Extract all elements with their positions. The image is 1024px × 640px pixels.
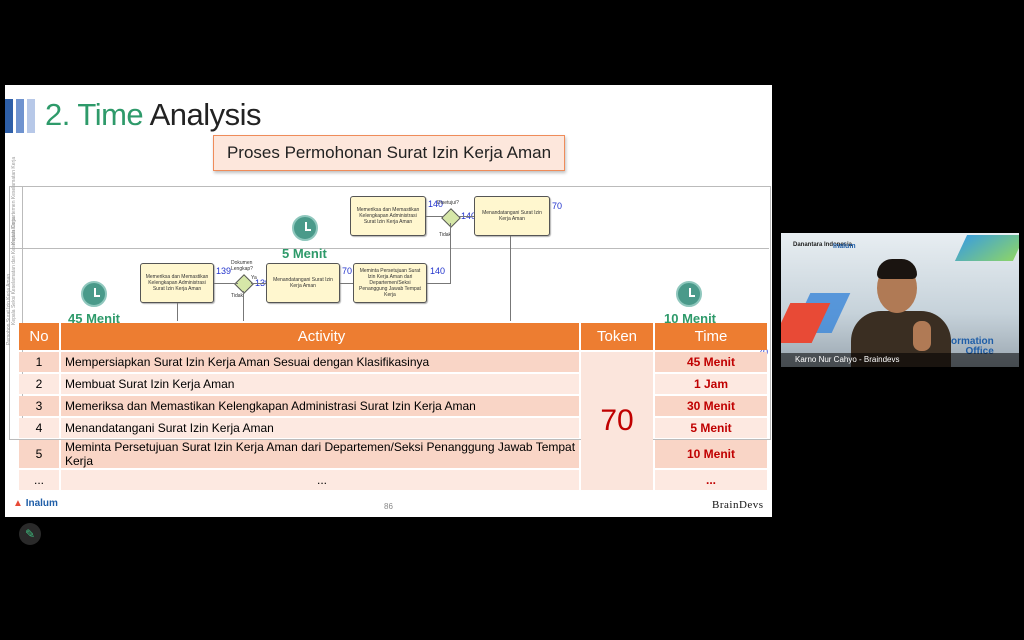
flow-line bbox=[426, 216, 444, 217]
flow-line bbox=[214, 283, 238, 284]
table-row: ... ... ... bbox=[19, 470, 767, 490]
participant-hand bbox=[913, 321, 931, 351]
row-no: 2 bbox=[19, 374, 59, 394]
duration-label: 45 Menit bbox=[68, 311, 121, 326]
flow-line bbox=[458, 216, 474, 217]
bpmn-pool bbox=[9, 186, 771, 440]
page-number: 86 bbox=[384, 502, 393, 511]
row-activity: ... bbox=[61, 470, 579, 490]
flow-line bbox=[340, 283, 353, 284]
clock-icon bbox=[81, 281, 107, 307]
pencil-icon[interactable]: ✎ bbox=[19, 523, 41, 545]
row-time: 1 Jam bbox=[655, 374, 767, 394]
flow-line bbox=[243, 291, 244, 321]
yes-label: Ya bbox=[251, 275, 257, 281]
row-no: ... bbox=[19, 470, 59, 490]
clock-icon bbox=[292, 215, 318, 241]
row-activity: Mempersiapkan Surat Izin Kerja Aman Sesu… bbox=[61, 352, 579, 372]
token-label: 70 bbox=[342, 266, 353, 276]
token-label: 140 bbox=[430, 266, 446, 276]
row-activity: Menandatangani Surat Izin Kerja Aman bbox=[61, 418, 579, 438]
presentation-slide: 2. Time Analysis Proses Permohonan Surat… bbox=[5, 85, 772, 517]
table-row: 1 Mempersiapkan Surat Izin Kerja Aman Se… bbox=[19, 352, 767, 490]
row-time: ... bbox=[655, 470, 767, 490]
footer-logo-text: Inalum bbox=[25, 498, 58, 509]
title-accent-bars bbox=[5, 99, 45, 133]
table-row: 2 Membuat Surat Izin Kerja Aman 1 Jam bbox=[19, 374, 767, 394]
table-row: 4 Menandatangani Surat Izin Kerja Aman 5… bbox=[19, 418, 767, 438]
video-bg-text: ormation Office bbox=[951, 337, 994, 357]
lane-divider bbox=[9, 248, 769, 249]
row-no: 5 bbox=[19, 440, 59, 468]
video-decoration bbox=[954, 235, 1019, 261]
header-time: Time bbox=[655, 323, 767, 350]
danantara-logo: Danantara Indonesia bbox=[793, 242, 853, 248]
task-sign: Menandatangani Surat Izin Kerja Aman bbox=[266, 263, 340, 303]
row-no: 3 bbox=[19, 396, 59, 416]
title-number: 2. bbox=[45, 97, 70, 132]
row-no: 1 bbox=[19, 352, 59, 372]
gateway-label-disetujui: Disetujui? bbox=[437, 200, 459, 206]
row-time: 45 Menit bbox=[655, 352, 767, 372]
video-bg-text-line1: ormation bbox=[951, 336, 994, 347]
task-check-admin-dept: Memeriksa dan Memastikan Kelengkapan Adm… bbox=[350, 196, 426, 236]
gateway-label-dokumen: Dokumen Lengkap? bbox=[231, 260, 253, 272]
lane-label-bottom: Pemohon Surat Izin Kerja Aman bbox=[6, 273, 12, 345]
flow-line bbox=[450, 223, 451, 283]
table-row: 5 Meminta Persetujuan Surat Izin Kerja A… bbox=[19, 440, 767, 468]
video-bg-text-line2: Office bbox=[965, 346, 994, 357]
footer-logo: ▲ Inalum bbox=[13, 498, 58, 509]
process-subtitle: Proses Permohonan Surat Izin Kerja Aman bbox=[213, 135, 565, 171]
flow-line bbox=[251, 283, 266, 284]
header-token: Token bbox=[581, 323, 653, 350]
header-activity: Activity bbox=[61, 323, 579, 350]
participant-name: Karno Nur Cahyo - Braindevs bbox=[795, 355, 900, 364]
table-row: 3 Memeriksa dan Memastikan Kelengkapan A… bbox=[19, 396, 767, 416]
participant-video[interactable]: Danantara Indonesia Inalum ormation Offi… bbox=[781, 233, 1019, 367]
inalum-logo: Inalum bbox=[833, 243, 856, 250]
slide-title: 2. Time Analysis bbox=[45, 97, 262, 133]
title-analysis: Analysis bbox=[149, 97, 262, 132]
duration-label: 5 Menit bbox=[282, 246, 327, 261]
flow-line bbox=[177, 303, 178, 321]
row-time: 10 Menit bbox=[655, 440, 767, 468]
participant-hair bbox=[877, 259, 917, 279]
task-sign-dept: Menandatangani Surat Izin Kerja Aman bbox=[474, 196, 550, 236]
token-label: 139 bbox=[216, 266, 232, 276]
task-request-approval: Meminta Persetujuan Surat Izin Kerja Ama… bbox=[353, 263, 427, 303]
row-time: 5 Menit bbox=[655, 418, 767, 438]
title-time: Time bbox=[77, 97, 144, 132]
header-no: No bbox=[19, 323, 59, 350]
flow-line bbox=[510, 236, 511, 321]
token-value: 70 bbox=[581, 352, 653, 490]
row-no: 4 bbox=[19, 418, 59, 438]
flow-line bbox=[427, 283, 451, 284]
no-label: Tidak bbox=[231, 293, 244, 299]
clock-icon bbox=[676, 281, 702, 307]
lane-header-divider bbox=[22, 186, 23, 438]
participant-name-tag: Karno Nur Cahyo - Braindevs bbox=[781, 353, 1019, 367]
token-label: 140 bbox=[428, 199, 444, 209]
token-label: 70 bbox=[552, 201, 563, 211]
row-activity: Membuat Surat Izin Kerja Aman bbox=[61, 374, 579, 394]
duration-label: 10 Menit bbox=[664, 311, 717, 326]
row-activity: Meminta Persetujuan Surat Izin Kerja Ama… bbox=[61, 440, 579, 468]
row-activity: Memeriksa dan Memastikan Kelengkapan Adm… bbox=[61, 396, 579, 416]
activity-table: No Activity Token Time 1 Mempersiapkan S… bbox=[17, 321, 769, 492]
no-label: Tidak bbox=[439, 232, 452, 238]
brand-logo: BrainDevs bbox=[712, 499, 764, 511]
row-time: 30 Menit bbox=[655, 396, 767, 416]
task-check-admin: Memeriksa dan Memastikan Kelengkapan Adm… bbox=[140, 263, 214, 303]
